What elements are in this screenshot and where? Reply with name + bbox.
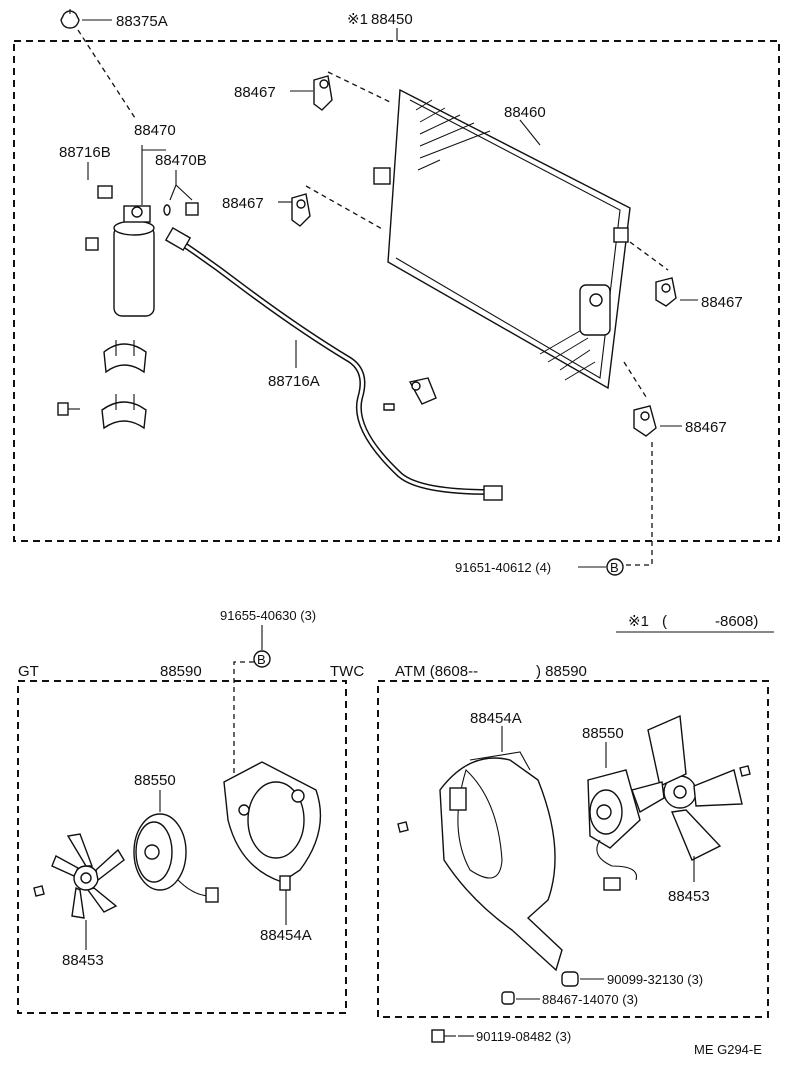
fan-88453-right[interactable] bbox=[631, 714, 751, 861]
bracket-88467-top-left[interactable] bbox=[313, 75, 333, 111]
label-88454A-right: 88454A bbox=[470, 710, 522, 727]
left-section: GT 88590 TWC 88453 88550 bbox=[17, 663, 364, 1014]
oring-88470B[interactable] bbox=[163, 202, 199, 216]
footnote: ※1 ( -8608) bbox=[616, 613, 774, 633]
label-90099: 90099-32130 (3) bbox=[607, 972, 703, 987]
left-section-frame bbox=[17, 680, 347, 1014]
bracket-88467-mid-left[interactable] bbox=[291, 193, 311, 227]
label-88467-c: 88467 bbox=[701, 294, 743, 311]
pipe-clamp[interactable] bbox=[383, 377, 437, 411]
fan-88453-left[interactable] bbox=[33, 833, 125, 919]
dryer-bracket-upper[interactable] bbox=[103, 340, 147, 374]
shroud-88454A-left[interactable] bbox=[223, 761, 322, 891]
label-88467-d: 88467 bbox=[685, 419, 727, 436]
label-88467-a: 88467 bbox=[234, 84, 276, 101]
right-header: ATM (8608-- bbox=[395, 663, 478, 680]
right-header-close: ) 88590 bbox=[536, 663, 587, 680]
label-88454A-left: 88454A bbox=[260, 927, 312, 944]
diagram-code: ME G294-E bbox=[694, 1042, 762, 1057]
label-88375A: 88375A bbox=[116, 13, 168, 30]
left-header-gt: GT bbox=[18, 663, 39, 680]
label-88453-right: 88453 bbox=[668, 888, 710, 905]
motor-88550-left[interactable] bbox=[133, 813, 219, 903]
receiver-dryer-88470[interactable] bbox=[113, 205, 155, 317]
marker-b-circle-2 bbox=[253, 650, 271, 668]
label-88716A: 88716A bbox=[268, 373, 320, 390]
label-bolt-91655: 91655-40630 (3) bbox=[220, 608, 316, 623]
tube-88716A[interactable] bbox=[164, 226, 503, 501]
right-section: ATM (8608-- ) 88590 88454A 88550 bbox=[377, 663, 769, 1044]
cap-88375A[interactable] bbox=[60, 9, 80, 29]
label-88460: 88460 bbox=[504, 104, 546, 121]
top-section-frame bbox=[13, 40, 780, 542]
marker-b-top: B bbox=[610, 560, 619, 575]
title-mark: ※1 bbox=[347, 11, 368, 28]
grommet-90099[interactable] bbox=[561, 971, 579, 987]
tube-88716B[interactable] bbox=[68, 182, 119, 251]
label-88550-right: 88550 bbox=[582, 725, 624, 742]
right-section-frame bbox=[377, 680, 769, 1018]
bolt-90119[interactable] bbox=[431, 1029, 456, 1043]
left-header-part: 88590 bbox=[160, 663, 202, 680]
label-88550-left: 88550 bbox=[134, 772, 176, 789]
marker-b-mid: B bbox=[257, 652, 266, 667]
label-88467-14070: 88467-14070 (3) bbox=[542, 992, 638, 1007]
bracket-bolt[interactable] bbox=[57, 402, 80, 416]
dryer-bracket-lower[interactable] bbox=[101, 394, 147, 430]
motor-88550-right[interactable] bbox=[587, 769, 641, 891]
footnote-range: -8608) bbox=[715, 613, 758, 630]
collar-88467-14070[interactable] bbox=[501, 991, 515, 1005]
label-88467-b: 88467 bbox=[222, 195, 264, 212]
label-88470B: 88470B bbox=[155, 152, 207, 169]
label-90119: 90119-08482 (3) bbox=[476, 1029, 571, 1044]
bracket-88467-bottom-right[interactable] bbox=[633, 405, 657, 437]
label-88453-left: 88453 bbox=[62, 952, 104, 969]
title-part-number: 88450 bbox=[371, 11, 413, 28]
label-88716B: 88716B bbox=[59, 144, 111, 161]
label-bolt-91651: 91651-40612 (4) bbox=[455, 560, 551, 575]
bracket-88467-right[interactable] bbox=[655, 277, 677, 307]
footnote-mark: ※1 bbox=[628, 613, 649, 630]
marker-b-circle bbox=[606, 558, 624, 576]
label-88470: 88470 bbox=[134, 122, 176, 139]
top-section: ※1 88450 88375A bbox=[13, 9, 780, 576]
condenser-fins bbox=[415, 99, 596, 381]
condenser-88460[interactable] bbox=[373, 88, 631, 390]
footnote-paren: ( bbox=[662, 613, 667, 630]
left-header-twc: TWC bbox=[330, 663, 364, 680]
shroud-88454A-right[interactable] bbox=[397, 751, 563, 972]
